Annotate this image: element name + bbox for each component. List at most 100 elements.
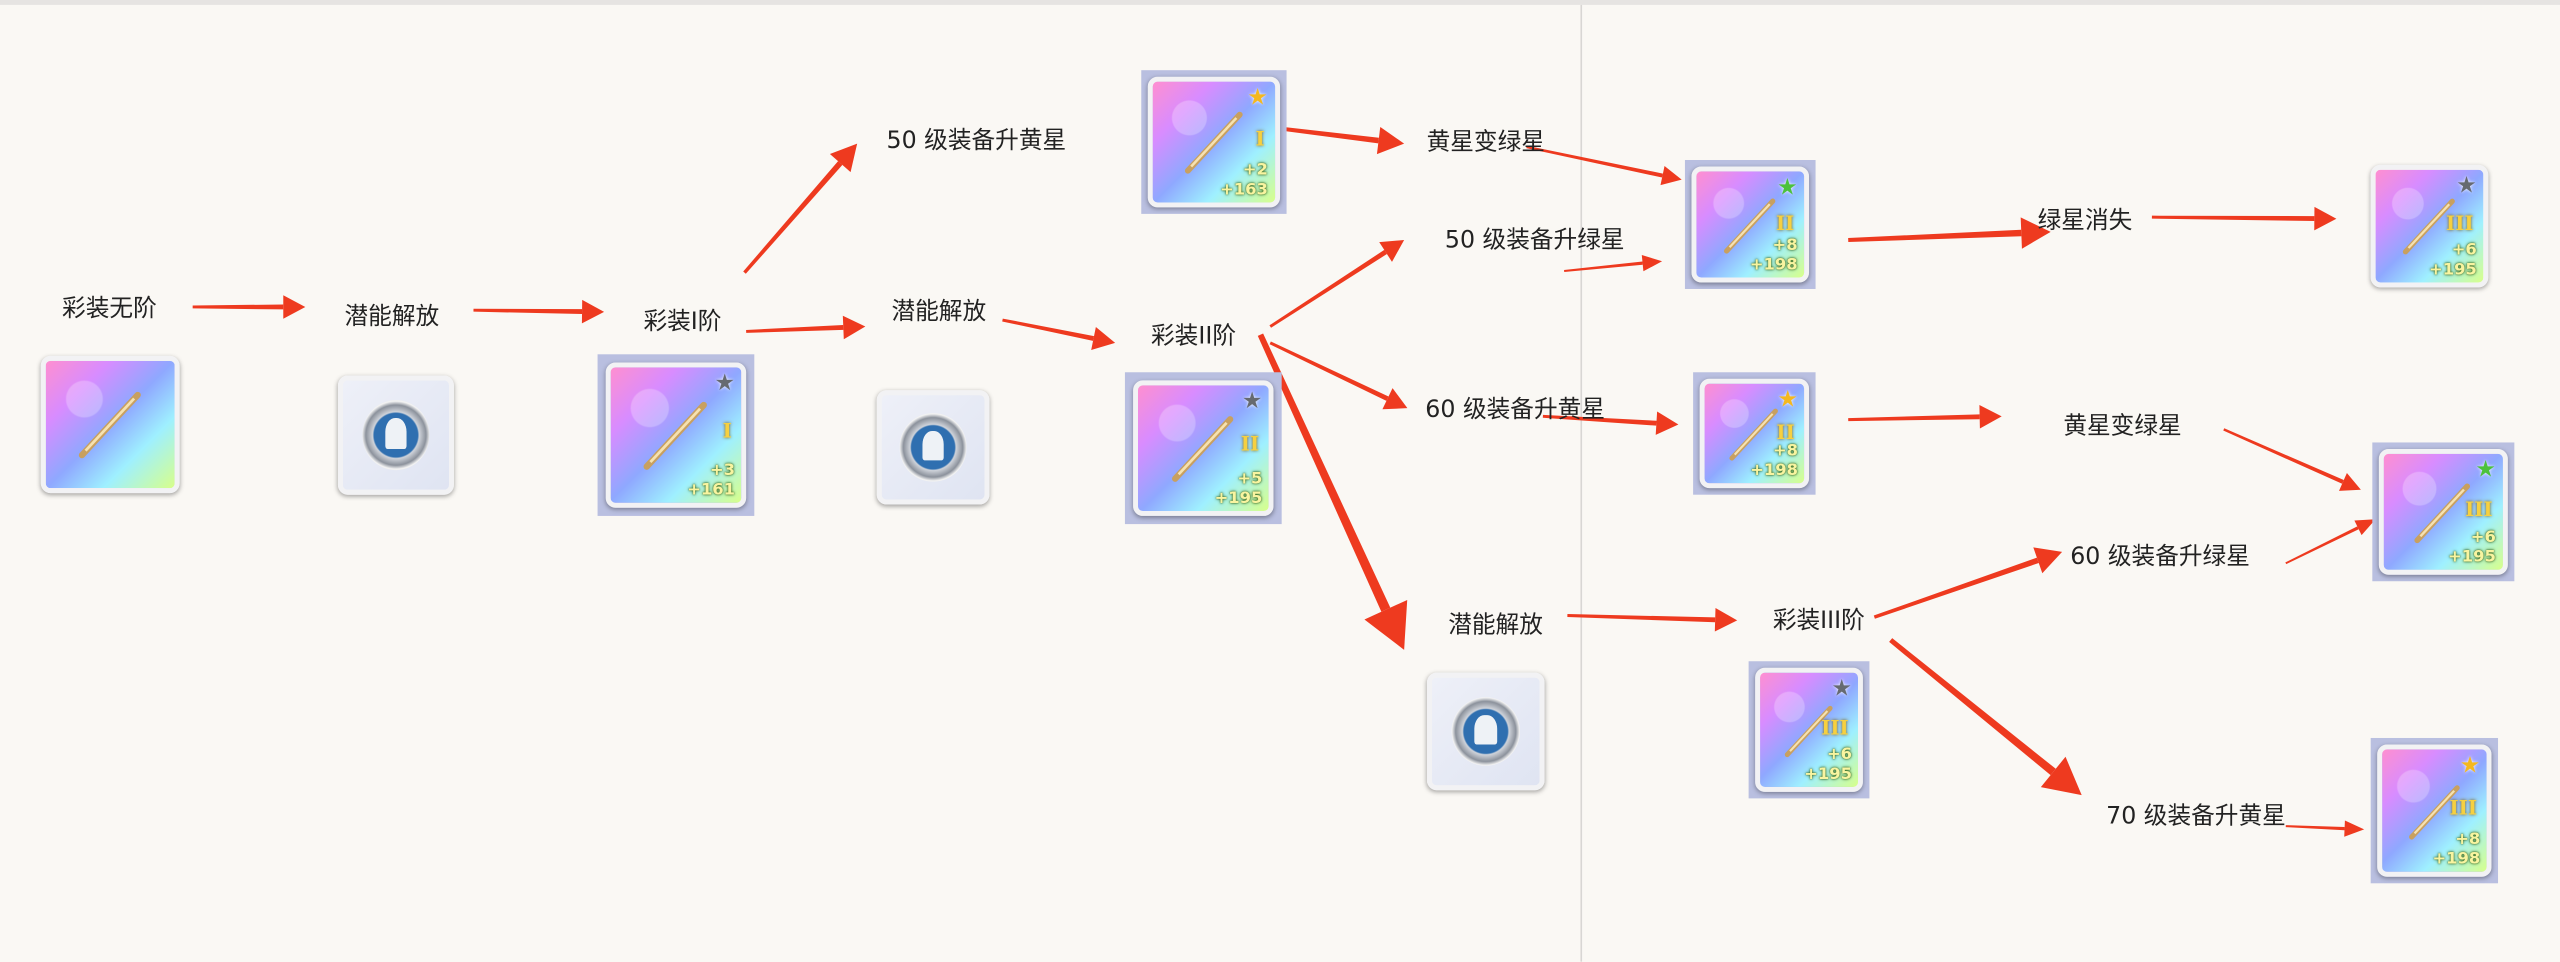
refine-level: +5 [1237, 470, 1263, 489]
arrow [1873, 547, 2063, 619]
label-lv50-green: 50 级装备升绿星 [1444, 227, 1625, 254]
gray-star-icon: ★ [1831, 676, 1852, 703]
top-border [0, 0, 2560, 5]
card-frame [40, 355, 181, 494]
refine-level: +8 [1772, 442, 1799, 461]
label-unlock-2: 潜能解放 [891, 299, 987, 326]
yellow-star-icon: ★ [2459, 753, 2481, 780]
arrow [1889, 638, 2082, 796]
yellow-star-icon: ★ [1777, 386, 1799, 413]
tier-numeral: III [2446, 212, 2474, 236]
tier-numeral: II [1776, 421, 1795, 445]
equipment-icon [2408, 784, 2459, 839]
item-card-sword-lv70-yellow: ★ III +8+198 [2370, 737, 2499, 884]
arrow [1269, 341, 1408, 410]
label-lv70-yellow: 70 级装备升黄星 [2106, 804, 2286, 831]
label-lv50-yellow: 50 级装备升黄星 [886, 128, 1067, 155]
yellow-star-icon: ★ [1247, 85, 1268, 112]
arrow [2223, 428, 2361, 491]
arrow [192, 295, 306, 319]
stat-value: +195 [1804, 765, 1852, 784]
tier-numeral: I [722, 418, 732, 442]
tier-numeral: III [2449, 796, 2477, 819]
card-frame: ★ II+8+198 [1691, 166, 1810, 283]
card-frame: ★ I +3+161 [605, 362, 747, 508]
gray-star-icon: ★ [1241, 387, 1263, 415]
label-yellow-to-green-2: 黄星变绿星 [2063, 413, 2182, 441]
refine-level: +6 [2451, 241, 2477, 260]
card-frame: ★ III +8+198 [2377, 745, 2492, 877]
tier-numeral: II [1240, 432, 1260, 456]
item-card-sword-lv60-yellow: ★ II+8+198 [1693, 372, 1816, 495]
gray-star-icon: ★ [2456, 173, 2477, 200]
arrow [473, 299, 605, 324]
refine-level: +8 [1772, 236, 1798, 255]
item-card-potential-unlock-3 [1420, 666, 1551, 797]
arrow [1256, 124, 1405, 155]
item-card-bow-lv50-yellow: ★I+2+163 [1141, 70, 1287, 214]
item-card-potential-unlock-2 [870, 384, 996, 511]
arrow [1542, 411, 1679, 435]
arrow [1526, 145, 1682, 186]
stat-value: +195 [2429, 261, 2477, 279]
arrow [743, 143, 858, 274]
label-tier-2: 彩装II阶 [1151, 324, 1237, 351]
arrow [1269, 240, 1405, 328]
arrow [1564, 255, 1663, 273]
stat-value: +198 [1749, 256, 1798, 275]
tier-numeral: II [1775, 211, 1795, 235]
refine-level: +8 [2455, 830, 2481, 849]
stat-value: +195 [1214, 490, 1263, 509]
label-lv60-yellow: 60 级装备升黄星 [1425, 397, 1605, 424]
item-card-sword-green-tier-2: ★ II+8+198 [1684, 160, 1816, 289]
arrow [1002, 318, 1116, 351]
equipment-icon [2414, 483, 2471, 543]
equipment-icon [1729, 408, 1778, 461]
label-tier-3: 彩装III阶 [1772, 608, 1865, 635]
item-card-staff-tier-3-top: ★ III +6+195 [2364, 158, 2495, 294]
arrow [2285, 820, 2365, 837]
stat-value: +161 [687, 481, 736, 500]
card-frame [1426, 672, 1545, 791]
item-card-staff-tier-3: ★ III +6+195 [1748, 661, 1870, 799]
divider-line [1580, 4, 1583, 962]
label-unlock-3: 潜能解放 [1448, 613, 1543, 640]
arrow [1257, 333, 1408, 650]
item-card-cape-tier-2: ★ II +5+195 [1124, 372, 1282, 525]
stat-value: +195 [2448, 548, 2496, 567]
item-card-potential-unlock-1 [331, 369, 460, 501]
helmet-medal-icon [900, 413, 967, 481]
stat-value: +198 [2432, 849, 2481, 868]
equipment-icon [1184, 112, 1242, 175]
tier-numeral: III [1821, 716, 1849, 740]
refine-level: +6 [2470, 528, 2496, 547]
card-frame [337, 375, 454, 495]
equipment-icon [78, 392, 141, 460]
refine-level: +3 [709, 462, 736, 481]
arrow [2151, 206, 2337, 231]
arrow [2285, 519, 2376, 565]
tier-numeral: III [2465, 498, 2493, 521]
tier-numeral: I [1255, 127, 1265, 151]
equipment-icon [643, 402, 707, 471]
item-card-moon-tier-1: ★ I +3+161 [597, 354, 755, 516]
gray-star-icon: ★ [714, 370, 736, 397]
card-frame: ★ III +6+195 [1754, 668, 1864, 792]
green-star-icon: ★ [1777, 174, 1798, 201]
equipment-icon [1723, 198, 1776, 254]
label-unlock-1: 潜能解放 [344, 304, 440, 331]
arrow [746, 315, 866, 340]
card-frame [876, 390, 990, 505]
label-tier-1: 彩装I阶 [643, 309, 722, 336]
item-card-club-green-tier-3: ★ III +6+195 [2372, 442, 2515, 582]
label-green-vanish: 绿星消失 [2037, 208, 2133, 235]
card-frame: ★ II+8+198 [1699, 378, 1810, 489]
refine-level: +6 [1826, 745, 1852, 764]
equipment-icon [1784, 705, 1833, 757]
label-start: 彩装无阶 [62, 296, 157, 323]
card-frame: ★I+2+163 [1148, 77, 1280, 207]
stat-value: +198 [1750, 462, 1799, 481]
green-star-icon: ★ [2475, 457, 2496, 484]
